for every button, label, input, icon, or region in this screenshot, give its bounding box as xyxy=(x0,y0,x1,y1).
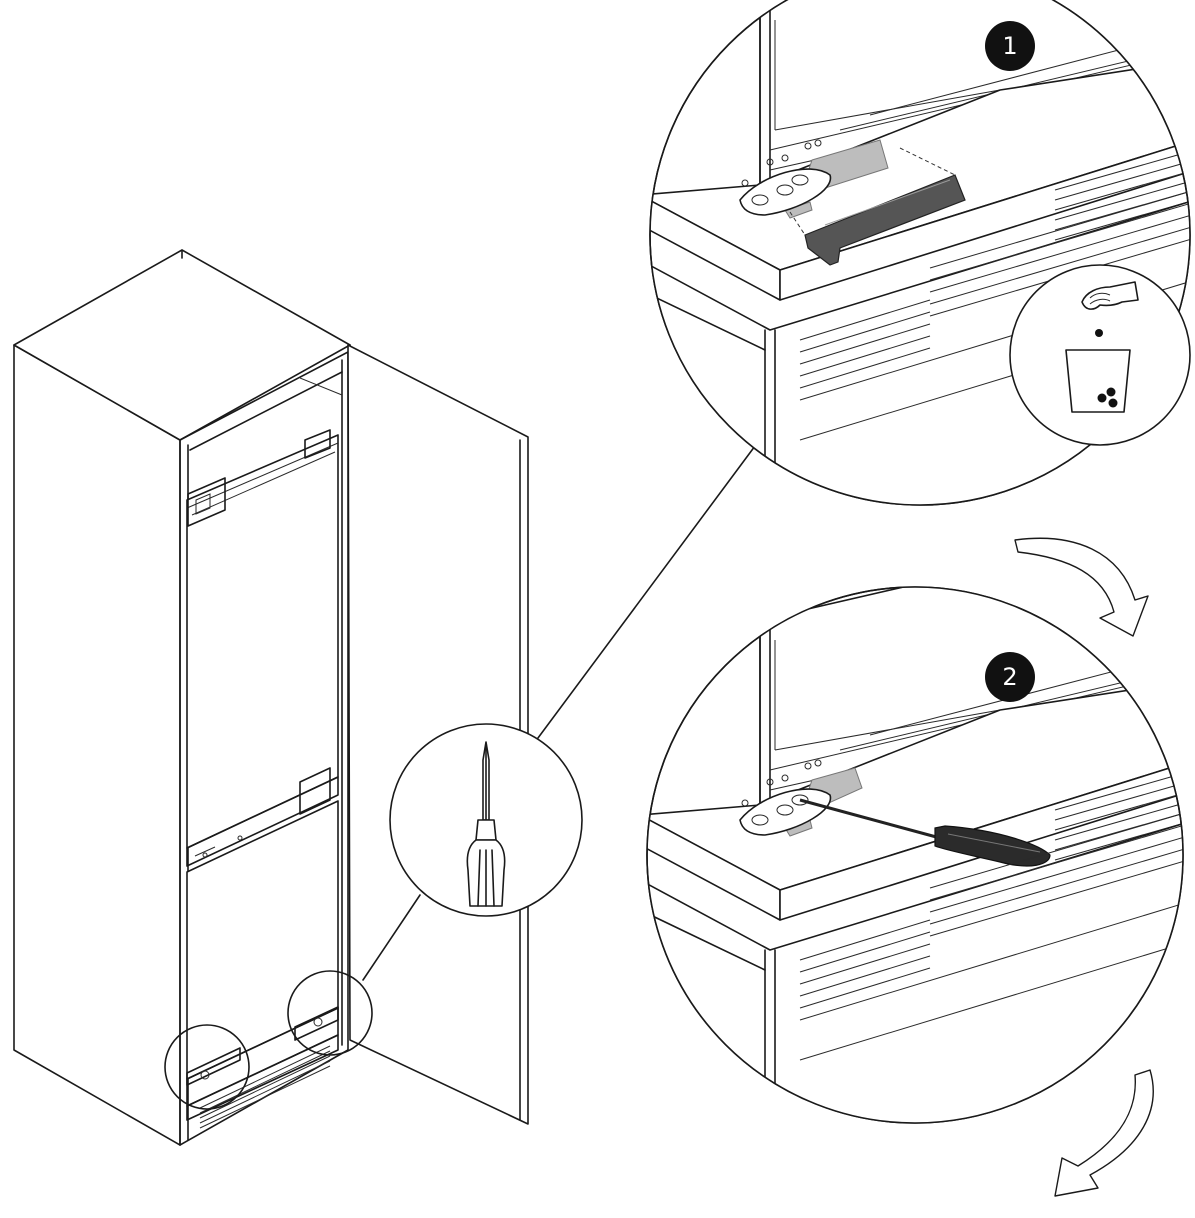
arrow-down-left-icon xyxy=(1054,1069,1154,1197)
fridge-appliance xyxy=(186,429,339,1129)
step-2-number: 2 xyxy=(1002,663,1017,691)
detail-circle-step-2 xyxy=(646,586,1184,1124)
step-1-badge: 1 xyxy=(985,21,1035,71)
step-1-number: 1 xyxy=(1002,32,1017,60)
detail-marker-right xyxy=(287,970,373,1056)
callout-lines xyxy=(362,445,756,981)
arrow-down-icon xyxy=(1014,537,1149,637)
screwdriver-icon xyxy=(389,723,583,917)
detail-marker-left xyxy=(164,1024,250,1110)
cabinet xyxy=(13,249,351,1146)
step-2-badge: 2 xyxy=(985,652,1035,702)
cabinet-door xyxy=(347,344,529,1125)
remove-cover-discard-icon xyxy=(1009,264,1191,446)
